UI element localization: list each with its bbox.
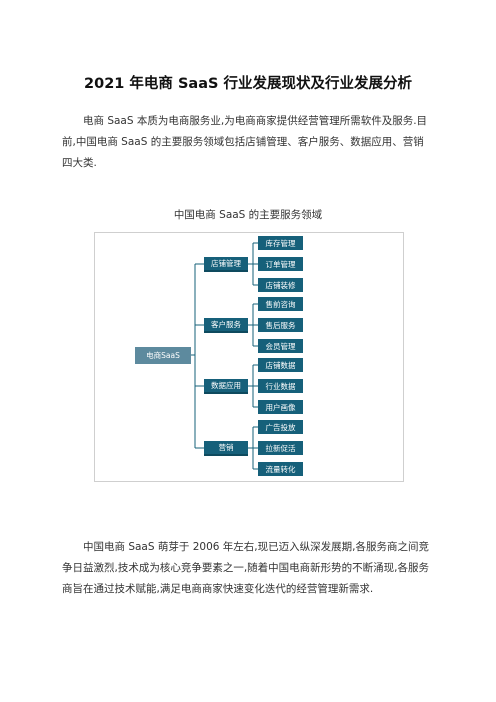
leaf-node-ad-placement: 广告投放 — [258, 420, 303, 434]
diagram-root-node: 电商SaaS — [135, 347, 191, 364]
branch-node-data-application: 数据应用 — [204, 379, 248, 394]
intro-paragraph: 电商 SaaS 本质为电商服务业,为电商商家提供经营管理所需软件及服务.目前,中… — [62, 115, 428, 169]
leaf-node-presales: 售前咨询 — [258, 297, 303, 311]
leaf-node-acquisition: 拉新促活 — [258, 441, 303, 455]
branch-node-store-management: 店铺管理 — [204, 257, 248, 272]
leaf-node-user-profile: 用户画像 — [258, 400, 303, 414]
branch-node-customer-service: 客户服务 — [204, 318, 248, 333]
page-title: 2021 年电商 SaaS 行业发展现状及行业发展分析 — [84, 76, 412, 92]
leaf-node-store-data: 店铺数据 — [258, 358, 303, 372]
leaf-node-membership: 会员管理 — [258, 339, 303, 353]
connector-lines — [191, 242, 258, 470]
leaf-node-traffic-conversion: 流量转化 — [258, 462, 303, 476]
branch-node-marketing: 营销 — [204, 441, 248, 456]
development-paragraph: 中国电商 SaaS 萌芽于 2006 年左右,现已迈入纵深发展期,各服务商之间竞… — [62, 541, 430, 595]
service-area-diagram: 电商SaaS 店铺管理 客户服务 数据应用 营销 库存管理 订单管理 店铺装修 … — [94, 232, 404, 482]
leaf-node-industry-data: 行业数据 — [258, 379, 303, 393]
leaf-node-aftersales: 售后服务 — [258, 318, 303, 332]
diagram-caption: 中国电商 SaaS 的主要服务领域 — [173, 209, 323, 221]
leaf-node-orders: 订单管理 — [258, 257, 303, 271]
leaf-node-inventory: 库存管理 — [258, 236, 303, 250]
leaf-node-store-decoration: 店铺装修 — [258, 278, 303, 292]
